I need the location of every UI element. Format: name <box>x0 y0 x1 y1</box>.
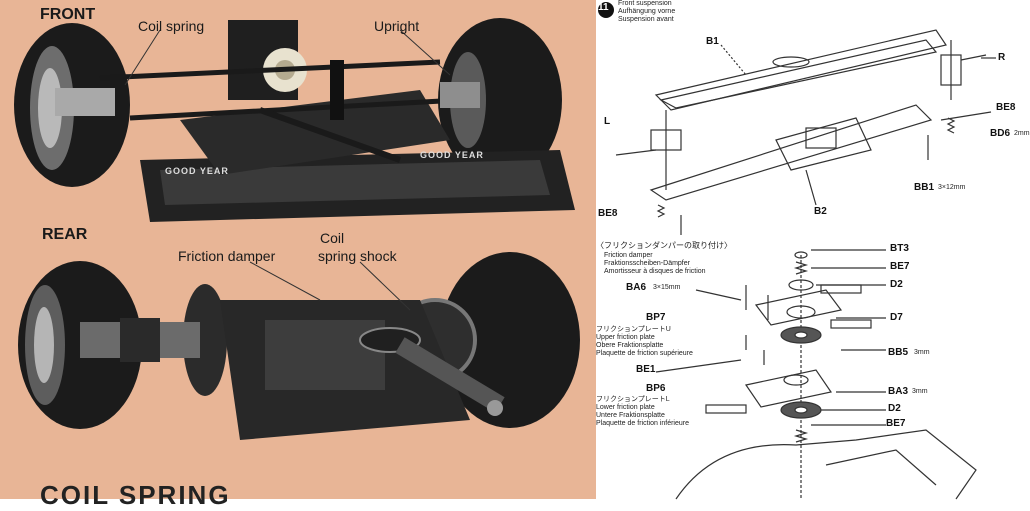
lower-plate-en: Lower friction plate <box>596 404 655 411</box>
bottom-heading: COIL SPRING <box>40 480 231 510</box>
part-bt3: BT3 <box>890 243 909 254</box>
part-b2: B2 <box>814 206 827 217</box>
front-suspension-exploded-diagram <box>598 2 996 500</box>
front-suspension-illustration <box>14 18 575 222</box>
front-label: FRONT <box>40 6 96 23</box>
part-d7: D7 <box>890 312 903 323</box>
damper-title-en: Friction damper <box>604 252 653 259</box>
part-ba3-size: 3mm <box>912 388 928 395</box>
rear-label: REAR <box>42 226 88 243</box>
part-be1: BE1 <box>636 364 656 375</box>
part-be8-right: BE8 <box>996 102 1016 113</box>
part-bb1-size: 3×12mm <box>938 184 966 191</box>
part-r: R <box>998 52 1006 63</box>
damper-title-jp: 〈フリクションダンパーの取り付け〉 <box>596 241 732 250</box>
chassis-illustration <box>14 18 580 440</box>
lower-plate-de: Untere Fraktionsplatte <box>596 412 665 419</box>
part-ba3: BA3 <box>888 386 909 397</box>
coil-spring-shock-label-line1: Coil <box>320 230 345 246</box>
upper-plate-de: Obere Fraktionsplatte <box>596 342 664 349</box>
assembly-diagram-panel: 11 Front suspension Aufhängung vorne Sus… <box>596 0 1030 500</box>
part-bb1: BB1 <box>914 182 935 193</box>
title-en: Front suspension <box>618 0 672 7</box>
part-ba6-size: 3×15mm <box>653 284 681 291</box>
upper-plate-fr: Plaquette de friction supérieure <box>596 350 693 357</box>
part-d2-bottom: D2 <box>888 403 901 414</box>
part-be7-top: BE7 <box>890 261 910 272</box>
part-bb5: BB5 <box>888 347 909 358</box>
part-be7-bottom: BE7 <box>886 418 906 429</box>
title-fr: Suspension avant <box>618 16 674 23</box>
step-badge-icon <box>598 2 614 18</box>
upright-label: Upright <box>374 18 420 34</box>
tyre-brand-front-right: GOOD YEAR <box>420 150 484 160</box>
part-ba6: BA6 <box>626 282 647 293</box>
upper-plate-en: Upper friction plate <box>596 334 655 341</box>
damper-title-de: Fraktionsscheiben-Dämpfer <box>604 260 690 267</box>
part-bd6: BD6 <box>990 128 1011 139</box>
coil-spring-label: Coil spring <box>138 18 205 34</box>
part-b1: B1 <box>706 36 719 47</box>
part-bp6: BP6 <box>646 383 666 394</box>
part-bd6-size: 2mm <box>1014 130 1030 137</box>
lower-plate-jp: フリクションプレートL <box>596 396 670 403</box>
part-d2-top: D2 <box>890 279 903 290</box>
title-de: Aufhängung vorne <box>618 8 676 15</box>
tyre-brand-front-left: GOOD YEAR <box>165 166 229 176</box>
part-be8-left: BE8 <box>598 208 618 219</box>
upper-plate-jp: フリクションプレートU <box>596 326 671 333</box>
damper-title-fr: Amortisseur à disques de friction <box>604 268 706 275</box>
lower-plate-fr: Plaquette de friction inférieure <box>596 420 689 427</box>
coil-spring-shock-label-line2: spring shock <box>318 248 397 264</box>
friction-damper-label: Friction damper <box>178 248 276 264</box>
part-bb5-size: 3mm <box>914 349 930 356</box>
step-number: 11 <box>598 2 609 13</box>
part-bp7: BP7 <box>646 312 666 323</box>
chassis-illustration-panel: FRONT Coil spring Upright REAR Friction … <box>0 0 596 510</box>
rear-suspension-illustration <box>18 252 580 440</box>
part-l: L <box>604 116 611 127</box>
